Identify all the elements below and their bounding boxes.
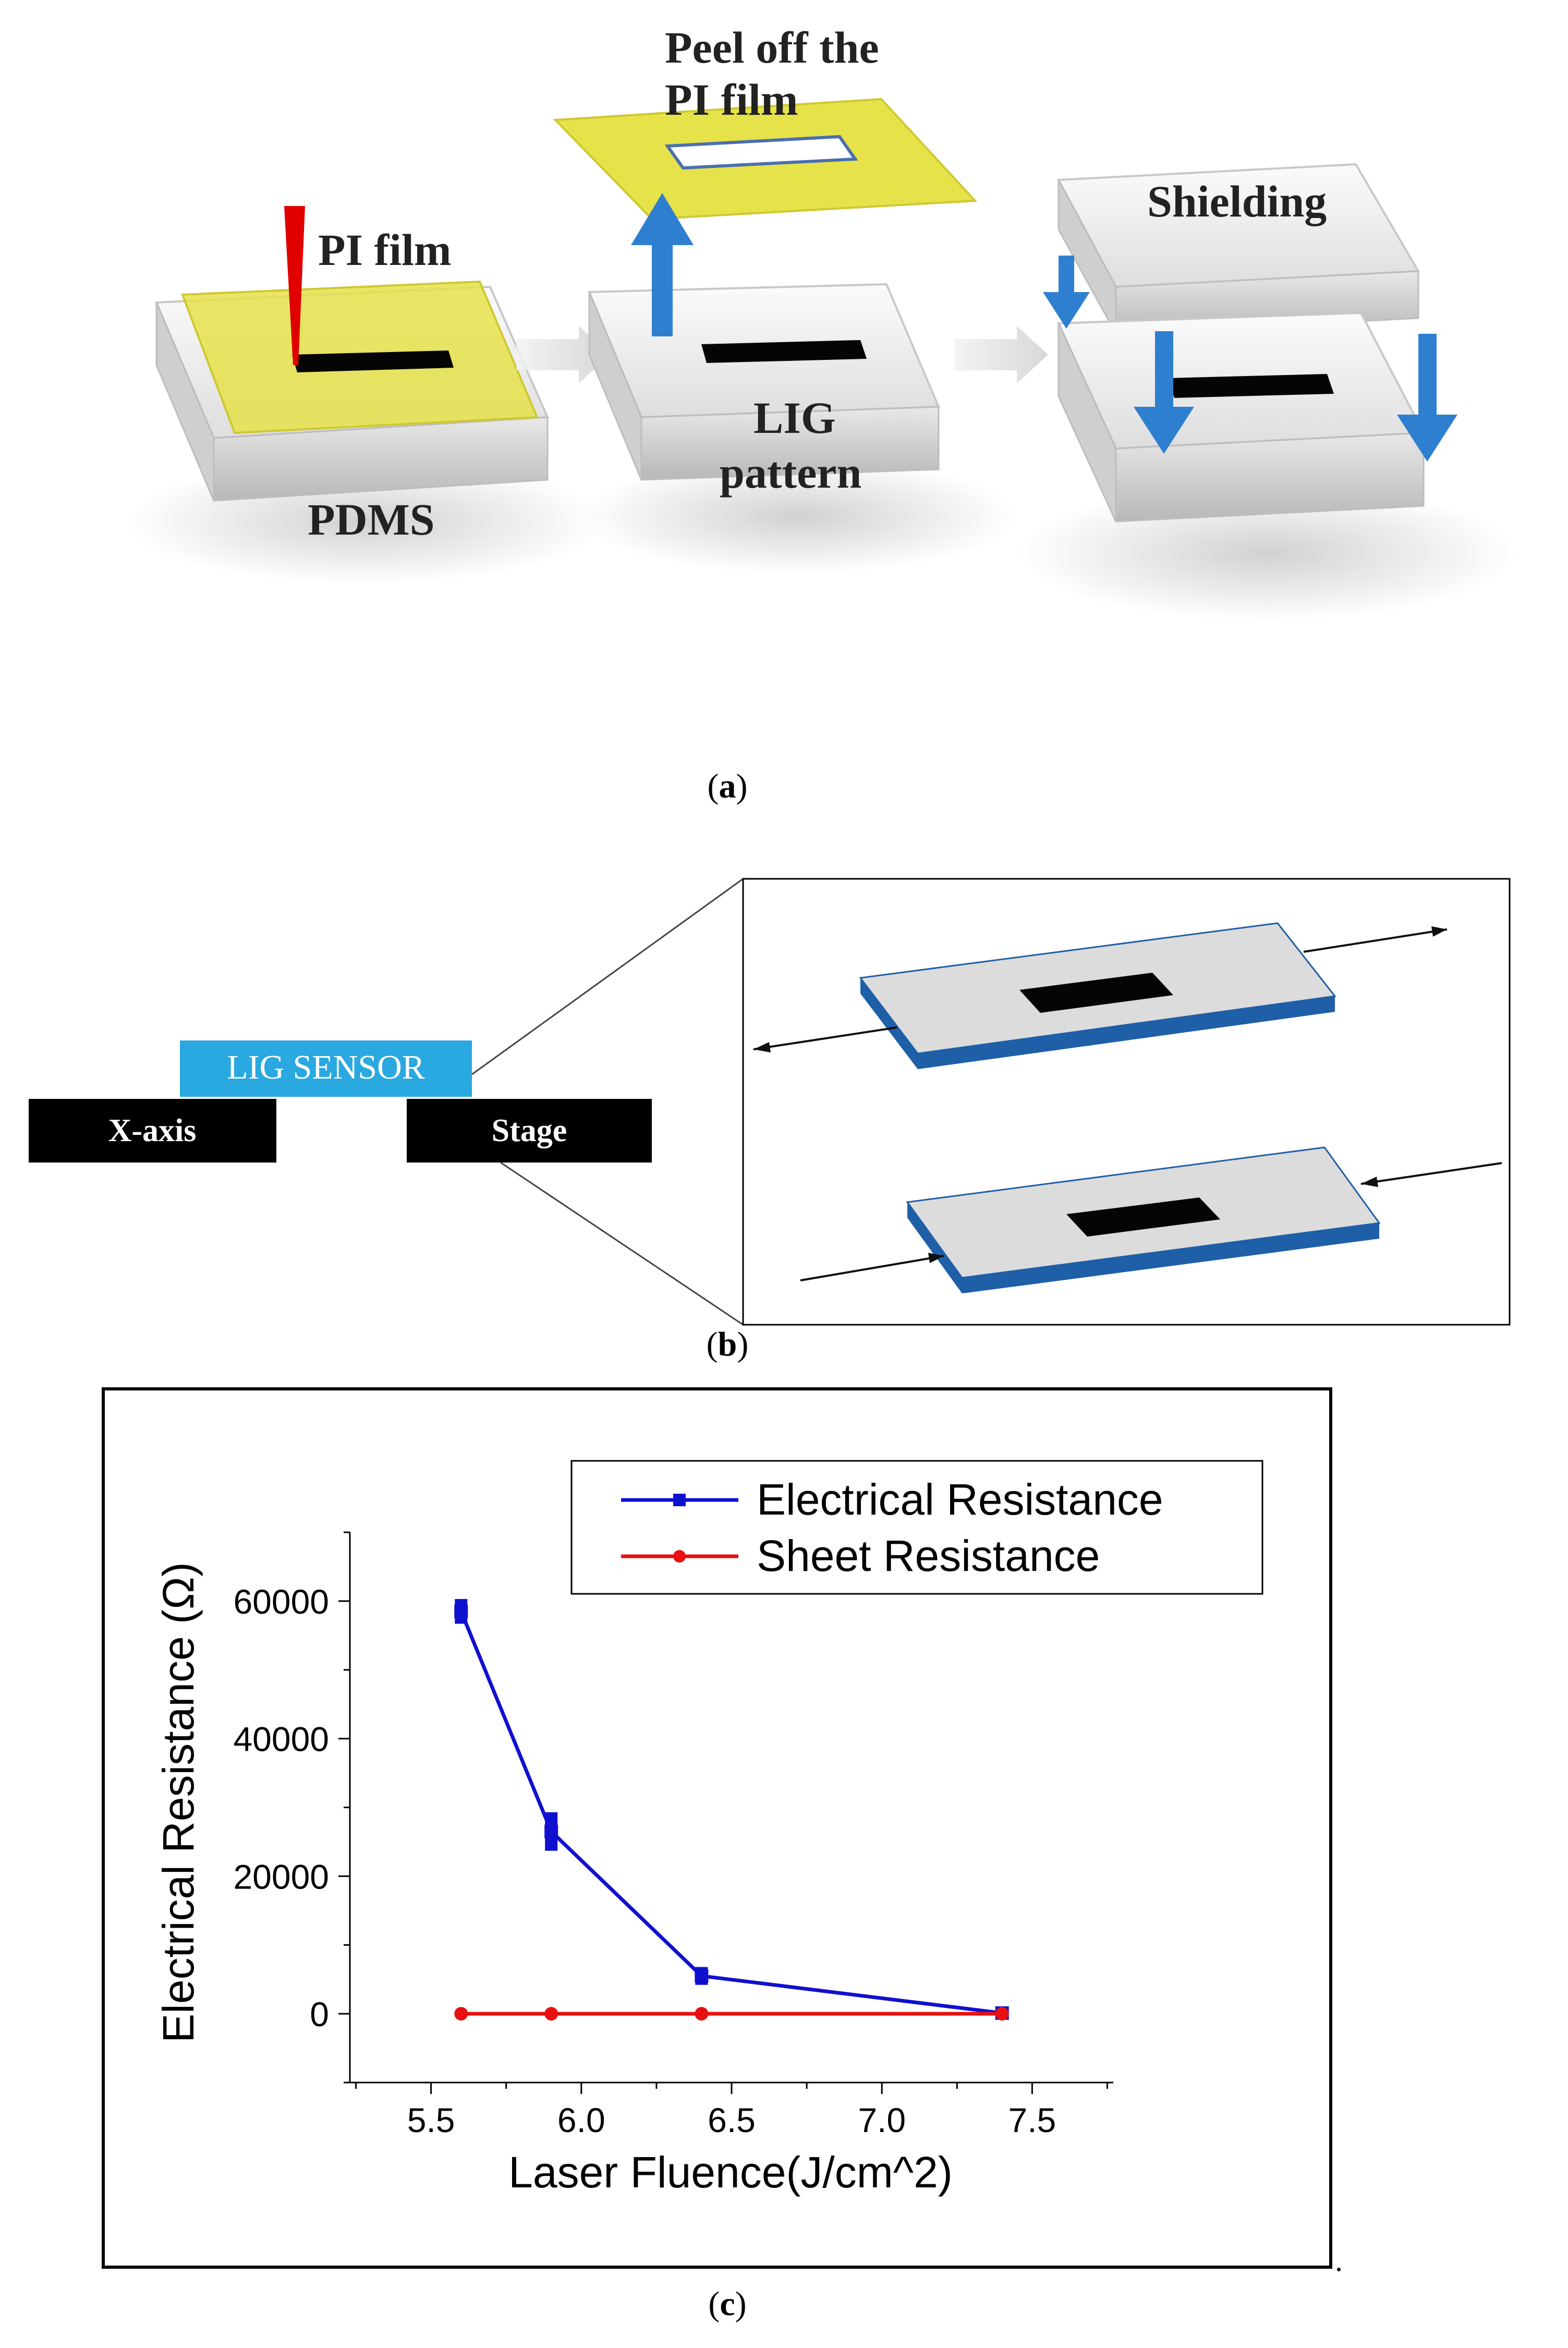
stage-block — [407, 1099, 652, 1163]
arrowhead-stretch-left — [753, 1042, 771, 1052]
legend-label-electrical: Electrical Resistance — [757, 1475, 1163, 1524]
arrow-stretch-left — [753, 1026, 897, 1050]
x-axis-label: X-axis — [108, 1113, 197, 1148]
lig-sensor-bar — [180, 1040, 472, 1097]
chart-frame: 5.5 6.0 6.5 7.0 7.5 0 20000 40000 60000 Laser Fl… — [102, 1387, 1332, 2269]
flow-arrow-1 — [516, 326, 610, 383]
lig-line-1 — [292, 350, 454, 372]
y-tick-label: 20000 — [233, 1857, 329, 1896]
shield-down-arrow-left — [1134, 331, 1194, 454]
zoom-line-bottom — [500, 1161, 744, 1326]
arrowhead-compress-left — [928, 1253, 944, 1263]
pad2-shadow — [579, 459, 1017, 574]
plate-stretch-lig — [1019, 973, 1173, 1013]
x-tick-label: 7.0 — [858, 2101, 906, 2139]
lig-sensor-label: LIG SENSOR — [227, 1048, 425, 1086]
caption-b: (b) — [706, 1325, 749, 1363]
y-axis-label: Electrical Resistance (Ω) — [154, 1562, 203, 2043]
chart-legend: Electrical Resistance Sheet Resistance — [570, 1460, 1263, 1595]
y-tick-label: 40000 — [233, 1720, 329, 1759]
label-peel-off-line1: Peel off the — [665, 22, 879, 72]
label-lig-line2: pattern — [720, 447, 861, 498]
x-axis-block — [29, 1099, 276, 1163]
x-tick-label: 6.5 — [708, 2101, 756, 2139]
legend-label-sheet: Sheet Resistance — [757, 1531, 1100, 1580]
arrowhead-stretch-right — [1431, 926, 1447, 937]
arrow-stretch-right — [1303, 928, 1448, 953]
data-point-square — [544, 1824, 558, 1838]
arrow-compress-left — [800, 1255, 944, 1281]
label-lig-line1: LIG — [753, 393, 836, 443]
shield-down-arrow-right — [1397, 334, 1457, 462]
label-shielding: Shielding — [1147, 176, 1327, 226]
legend-marker-electrical — [673, 1494, 686, 1506]
resistance-chart: 5.5 6.0 6.5 7.0 7.5 0 20000 40000 60000 Laser Fl… — [154, 1460, 1263, 2197]
plate-stretch — [859, 922, 1336, 1069]
panel-a: PI film PDMS Peel off the PI film LIG pa… — [0, 0, 1568, 814]
x-axis-label: Laser Fluence(J/cm^2) — [508, 2148, 953, 2197]
peel-up-arrow — [631, 193, 694, 336]
flow-arrow-2 — [954, 326, 1048, 383]
data-point-circle — [544, 2007, 558, 2021]
zoom-line-top — [471, 878, 744, 1075]
pdms-pad-2 — [588, 283, 940, 481]
x-tick-label: 7.5 — [1008, 2101, 1056, 2139]
label-pdms: PDMS — [308, 494, 435, 544]
plate-compress-lig — [1066, 1197, 1220, 1237]
pi-film-window — [664, 135, 858, 170]
data-point-circle — [695, 2007, 709, 2021]
x-tick-label: 6.0 — [557, 2101, 605, 2139]
data-point-circle — [995, 2007, 1009, 2021]
data-point-square — [454, 1604, 468, 1618]
data-point-square — [695, 1969, 709, 1983]
lig-line-2 — [701, 340, 867, 363]
plate-compress — [906, 1146, 1381, 1293]
arrow-compress-right — [1360, 1162, 1502, 1185]
data-point-circle — [454, 2007, 468, 2021]
label-pi-film: PI film — [318, 225, 452, 275]
y-tick-label: 0 — [310, 1995, 329, 2034]
shielding-pad-bottom — [1056, 311, 1426, 523]
stage-label: Stage — [492, 1113, 567, 1148]
label-peel-off-line2: PI film — [665, 75, 798, 125]
legend-box — [570, 1460, 1263, 1595]
series-line-0 — [459, 1611, 1003, 2015]
caption-a: (a) — [707, 767, 748, 805]
arrowhead-compress-right — [1361, 1177, 1378, 1187]
x-tick-label: 5.5 — [407, 2101, 455, 2139]
panel-b-diagram: LIG SENSOR X-axis Stage — [29, 878, 1511, 1326]
shield-down-arrow-small — [1043, 256, 1090, 329]
legend-marker-sheet — [673, 1550, 686, 1563]
trailing-period: . — [1335, 2243, 1343, 2278]
y-tick-label: 60000 — [233, 1582, 329, 1621]
lig-line-3 — [1168, 374, 1334, 398]
panel-b: LIG SENSOR X-axis Stage — [0, 855, 1568, 1387]
panel-a-diagram: PI film PDMS Peel off the PI film LIG pa… — [125, 22, 1517, 621]
laser-beam — [284, 206, 305, 365]
caption-c: (c) — [708, 2285, 747, 2323]
